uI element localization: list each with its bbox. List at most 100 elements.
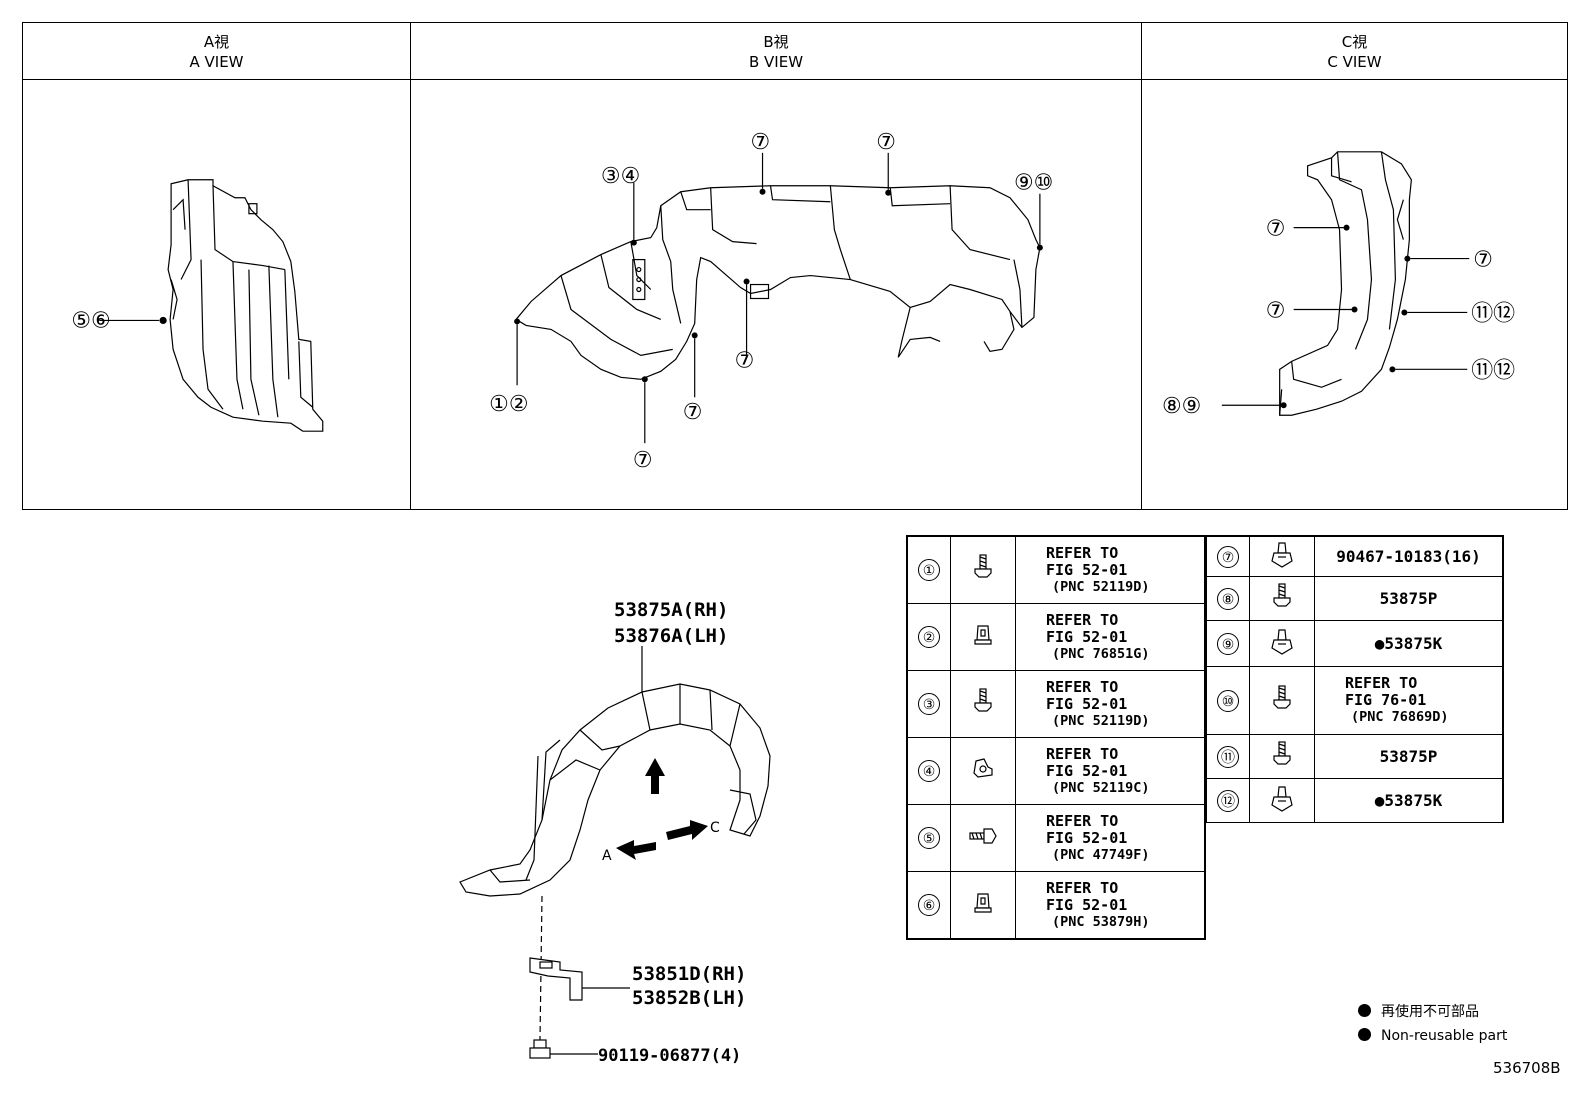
- callout-9-10: ⑨⑩: [1014, 171, 1053, 196]
- pnc-label: (PNC 52119D): [1052, 712, 1150, 729]
- nut-icon: [950, 737, 1016, 805]
- legend: 再使用不可部品 Non-reusable part: [1358, 1000, 1507, 1048]
- bracket-number-lh: 53852B(LH): [632, 987, 746, 1009]
- fender-liner-rear-view: [1279, 151, 1412, 416]
- callout-8-9: ⑧⑨: [1162, 394, 1201, 419]
- bolt-number: 90119-06877(4): [598, 1046, 741, 1066]
- push-clip-icon: [1249, 778, 1315, 823]
- arrow-label-a: A: [602, 848, 612, 864]
- figure-number: 536708B: [1493, 1059, 1561, 1077]
- pnc-label: (PNC 52119D): [1052, 578, 1150, 595]
- part-number-lh: 53876A(LH): [614, 625, 728, 647]
- non-reusable-dot-icon: [1358, 1028, 1371, 1041]
- push-clip-icon: [1249, 620, 1315, 667]
- callout-7-center: ⑦: [735, 348, 755, 373]
- item-number-cell: ⑫: [1206, 778, 1250, 823]
- pnc-label: (PNC 76851G): [1052, 645, 1150, 662]
- a-view-drawing: ⑤⑥: [71, 179, 324, 432]
- a-view-panel: A視 A VIEW: [23, 23, 410, 509]
- c-view-panel: C視 C VIEW: [1141, 23, 1567, 509]
- main-part-drawing: 53875A(RH) 53876A(LH) B A C 53851D(RH) 5…: [459, 599, 771, 1066]
- refer-to-label: REFER TO: [1046, 543, 1119, 562]
- c-view-title-jp: C視: [1341, 33, 1368, 51]
- item-number-cell: ①: [907, 536, 951, 604]
- non-reusable-dot-icon: [1358, 1004, 1371, 1017]
- item-number: ⑥: [918, 894, 940, 916]
- item-number-cell: ⑧: [1206, 576, 1250, 621]
- fig-label: FIG 52-01: [1046, 694, 1128, 713]
- parts-row: ⑨ ●53875K: [1206, 620, 1503, 667]
- callout-7-c-middle: ⑦: [1266, 298, 1286, 323]
- part-number-cell: 90467-10183(16): [1314, 536, 1503, 577]
- views-panel: A視 A VIEW: [22, 22, 1568, 510]
- pnc-label: (PNC 76869D): [1351, 709, 1449, 725]
- callout-7-c-right: ⑦: [1473, 248, 1493, 273]
- item-number-cell: ⑩: [1206, 666, 1250, 735]
- fig-label: FIG 52-01: [1046, 761, 1128, 780]
- item-number-cell: ③: [907, 670, 951, 738]
- fig-label: FIG 52-01: [1046, 828, 1128, 847]
- item-number: ⑫: [1217, 789, 1239, 812]
- item-number: ④: [918, 760, 940, 782]
- refer-to-label: REFER TO: [1046, 878, 1119, 897]
- item-number: ⑨: [1217, 632, 1239, 655]
- c-view-drawing: ⑦ ⑦ ⑦ ⑪⑫ ⑧⑨ ⑪⑫: [1162, 151, 1515, 419]
- item-number-cell: ②: [907, 603, 951, 671]
- refer-to-label: REFER TO: [1046, 677, 1119, 696]
- item-number: ①: [918, 559, 940, 581]
- b-view-title-jp: B視: [763, 33, 789, 51]
- pnc-label: (PNC 52119C): [1052, 779, 1150, 796]
- refer-to-label: REFER TO: [1046, 744, 1119, 763]
- callout-11-12-upper: ⑪⑫: [1471, 301, 1515, 326]
- item-number: ⑩: [1217, 689, 1239, 712]
- callout-11-12-lower: ⑪⑫: [1471, 358, 1515, 383]
- item-number: ⑪: [1217, 745, 1239, 768]
- callout-7-lower: ⑦: [683, 400, 703, 425]
- a-view-title-en: A VIEW: [189, 53, 244, 71]
- legend-row-en: Non-reusable part: [1358, 1024, 1507, 1048]
- callout-7-c-top: ⑦: [1266, 217, 1286, 242]
- part-number-cell: ●53875K: [1314, 620, 1503, 667]
- arrow-label-b: B: [650, 771, 660, 787]
- arrow-label-c: C: [710, 820, 720, 836]
- item-number: ⑤: [918, 827, 940, 849]
- legend-en: Non-reusable part: [1381, 1028, 1508, 1044]
- pnc-label: (PNC 53879H): [1052, 913, 1150, 930]
- screw-grommet-icon: [950, 804, 1016, 872]
- item-number: ③: [918, 693, 940, 715]
- part-number-cell: 53875P: [1314, 734, 1503, 779]
- push-clip-icon: [1249, 536, 1315, 577]
- callout-7-top-left: ⑦: [751, 130, 771, 155]
- fender-liner: [459, 683, 771, 897]
- fig-label: FIG 76-01: [1345, 691, 1427, 709]
- item-number: ⑦: [1217, 545, 1239, 568]
- fig-label: FIG 52-01: [1046, 627, 1128, 646]
- parts-row: ⑦ 90467-10183(16): [1206, 536, 1503, 577]
- bolt-icon: [1249, 734, 1315, 779]
- bracket-number-rh: 53851D(RH): [632, 963, 746, 985]
- a-view-header: A視 A VIEW: [23, 23, 410, 80]
- item-number: ②: [918, 626, 940, 648]
- b-view-title-en: B VIEW: [748, 53, 804, 71]
- bolt-icon: [950, 670, 1016, 738]
- callout-3-4: ③④: [601, 164, 640, 189]
- clip-icon: [950, 603, 1016, 671]
- bolt-icon: [1249, 666, 1315, 735]
- b-view-drawing: ③④ ⑦ ⑦ ⑨⑩ ①② ⑦ ⑦ ⑦: [489, 130, 1053, 473]
- item-number-cell: ④: [907, 737, 951, 805]
- callout-7-top-right: ⑦: [876, 130, 896, 155]
